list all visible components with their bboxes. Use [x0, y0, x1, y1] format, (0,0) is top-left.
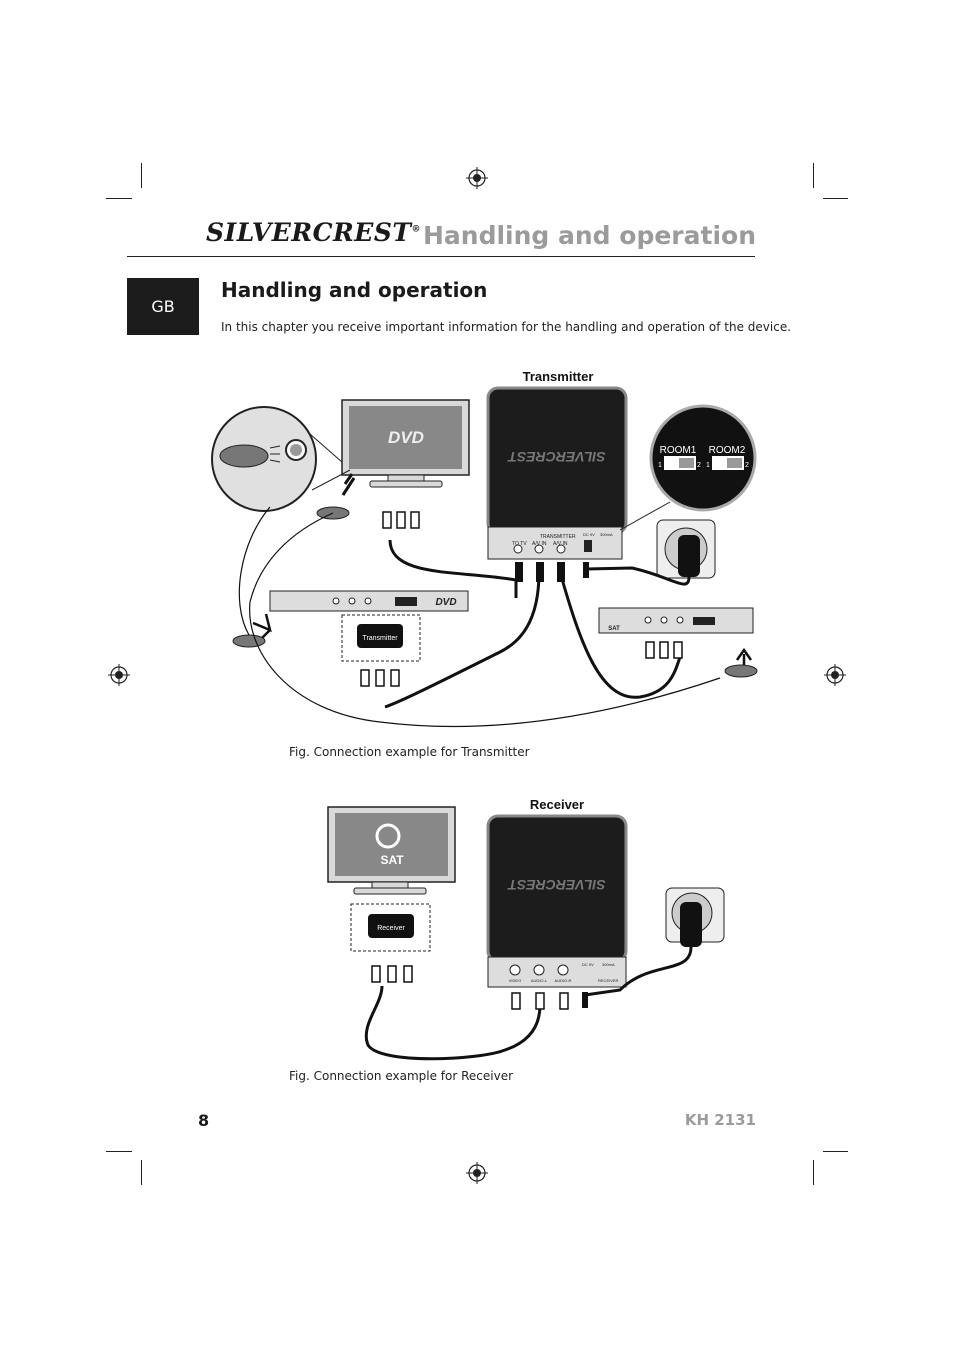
crop-mark: [141, 163, 142, 188]
svg-text:SILVERCREST: SILVERCREST: [507, 449, 606, 465]
intro-paragraph: In this chapter you receive important in…: [221, 320, 792, 334]
section-title: Handling and operation: [221, 278, 488, 302]
crop-mark: [823, 198, 848, 199]
svg-text:AUDIO-R: AUDIO-R: [555, 978, 572, 983]
receiver-device: SILVERCREST VIDEO AUDIO-L AUDIO-R DC 9V …: [486, 814, 628, 988]
dip-switch-zoom: ROOM1 ROOM2 1 2 1 2: [619, 404, 757, 531]
receiver-caption: Fig. Connection example for Receiver: [289, 1069, 514, 1083]
brand-logo: SILVERCREST®: [206, 218, 421, 247]
svg-text:A/V IN: A/V IN: [532, 541, 547, 547]
svg-text:DVD: DVD: [388, 428, 424, 447]
registration-mark-icon: [466, 1162, 488, 1184]
dvd-player-icon: DVD: [269, 590, 469, 612]
model-number: KH 2131: [684, 1111, 756, 1129]
svg-text:AUDIO-L: AUDIO-L: [531, 978, 548, 983]
svg-text:ROOM2: ROOM2: [709, 445, 746, 456]
svg-text:1: 1: [658, 462, 662, 469]
header-divider: [127, 256, 755, 257]
crop-mark: [141, 1160, 142, 1185]
svg-text:ROOM1: ROOM1: [660, 445, 697, 456]
svg-text:SAT: SAT: [380, 853, 404, 867]
transmitter-device: SILVERCREST TRANSMITTER TO TV A/V IN A/V…: [486, 386, 628, 560]
svg-text:2: 2: [745, 462, 749, 469]
svg-text:VIDEO: VIDEO: [509, 978, 521, 983]
ir-sensor-zoom: [211, 406, 351, 512]
crop-mark: [813, 1160, 814, 1185]
svg-text:A/V IN: A/V IN: [553, 541, 568, 547]
svg-text:1: 1: [706, 462, 710, 469]
registration-mark-icon: [108, 664, 130, 686]
page-number: 8: [198, 1111, 210, 1130]
receiver-dongle: Receiver: [350, 903, 431, 952]
svg-text:SILVERCREST: SILVERCREST: [507, 877, 606, 893]
crop-mark: [823, 1151, 848, 1152]
receiver-heading: Receiver: [530, 797, 584, 812]
svg-text:SAT: SAT: [608, 626, 620, 632]
svg-text:DVD: DVD: [435, 597, 456, 608]
registration-mark-icon: [824, 664, 846, 686]
transmitter-heading: Transmitter: [523, 369, 594, 384]
crop-mark: [106, 198, 132, 199]
header-title: Handling and operation: [422, 221, 756, 250]
language-tab: GB: [127, 278, 199, 335]
power-socket-icon: [584, 887, 725, 997]
svg-text:RECEIVER: RECEIVER: [598, 978, 619, 983]
power-socket-icon: [585, 519, 716, 586]
svg-text:300mA: 300mA: [600, 532, 613, 537]
svg-text:Transmitter: Transmitter: [362, 635, 398, 642]
sat-receiver-icon: SAT: [598, 607, 754, 634]
svg-text:DC 9V: DC 9V: [583, 532, 595, 537]
tv-dvd-icon: DVD: [341, 399, 470, 488]
svg-text:TRANSMITTER: TRANSMITTER: [540, 534, 576, 540]
transmitter-dongle: Transmitter: [341, 614, 421, 662]
receiver-connection-diagram: Receiver SAT Receiver SILVERCREST VIDEO …: [327, 797, 725, 1061]
svg-text:2: 2: [697, 462, 701, 469]
crop-mark: [106, 1151, 132, 1152]
svg-text:Receiver: Receiver: [377, 925, 405, 932]
crop-mark: [813, 163, 814, 188]
tv-sat-icon: SAT: [327, 806, 456, 895]
svg-text:300mA: 300mA: [602, 962, 615, 967]
transmitter-connection-diagram: Transmitter DVD SILVERCREST TRANSMITTER …: [211, 369, 758, 728]
svg-text:TO TV: TO TV: [512, 541, 527, 547]
transmitter-caption: Fig. Connection example for Transmitter: [289, 745, 530, 759]
svg-text:DC 9V: DC 9V: [582, 962, 594, 967]
registration-mark-icon: [466, 167, 488, 189]
